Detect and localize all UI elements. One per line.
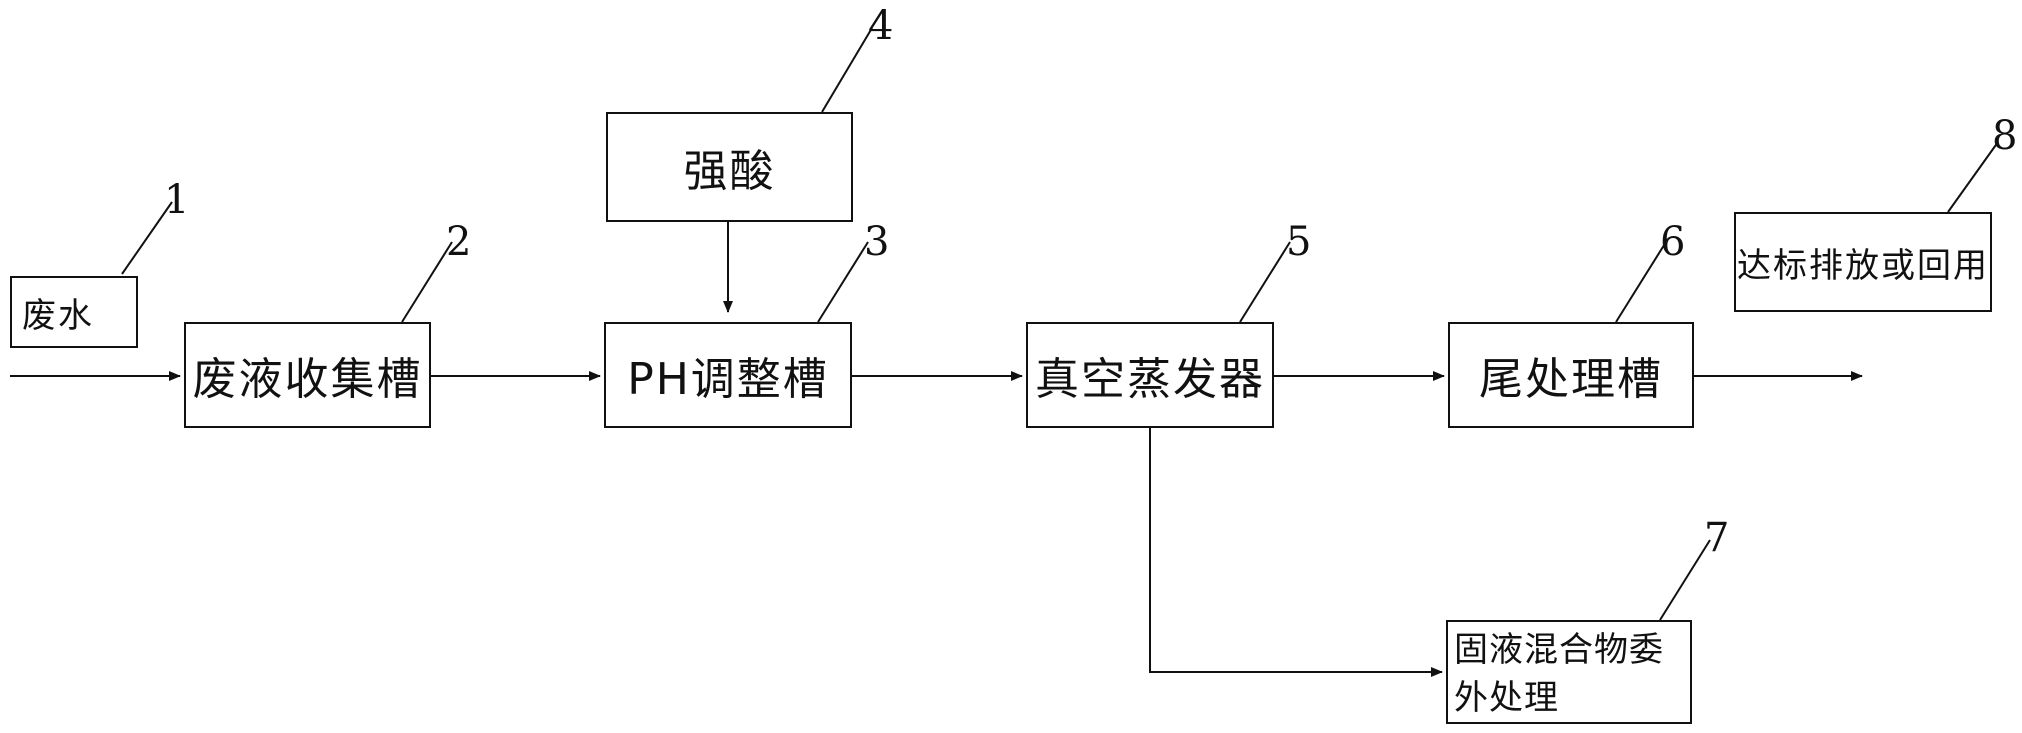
strong-acid-box: 强酸 [606, 112, 853, 222]
leader-line-3 [817, 241, 869, 323]
solid-liquid-mixture-box: 固液混合物委外处理 [1446, 620, 1692, 724]
leader-line-1 [121, 201, 173, 275]
waste-water-box: 废水 [10, 276, 138, 348]
strong-acid-label: 强酸 [683, 146, 776, 197]
leader-line-8 [1947, 141, 1999, 213]
discharge-or-reuse-label: 达标排放或回用 [1737, 245, 1989, 286]
leader-line-4 [821, 27, 873, 113]
discharge-or-reuse-box: 达标排放或回用 [1734, 212, 1992, 312]
tail-treatment-tank-label: 尾处理槽 [1479, 354, 1663, 405]
callout-number-1: 1 [164, 177, 190, 223]
solid-liquid-mixture-label: 固液混合物委外处理 [1454, 630, 1664, 718]
waste-water-label: 废水 [22, 295, 94, 336]
flow-line-evaporator-to-solid [1149, 428, 1443, 677]
leader-line-5 [1239, 241, 1291, 323]
callout-number-3: 3 [864, 219, 890, 265]
leader-line-2 [401, 241, 453, 323]
vacuum-evaporator-label: 真空蒸发器 [1035, 354, 1265, 405]
callout-number-2: 2 [446, 219, 472, 265]
callout-number-6: 6 [1660, 219, 1686, 265]
ph-adjustment-tank-label: PH调整槽 [627, 354, 829, 405]
vacuum-evaporator-box: 真空蒸发器 [1026, 322, 1274, 428]
waste-liquid-collection-tank-label: 废液收集槽 [192, 354, 423, 405]
callout-number-7: 7 [1704, 515, 1730, 561]
ph-adjustment-tank-box: PH调整槽 [604, 322, 852, 428]
callout-number-5: 5 [1286, 219, 1312, 265]
waste-liquid-collection-tank-box: 废液收集槽 [184, 322, 431, 428]
tail-treatment-tank-box: 尾处理槽 [1448, 322, 1694, 428]
callout-number-4: 4 [868, 3, 894, 49]
leader-line-6 [1615, 241, 1667, 323]
callout-number-8: 8 [1992, 113, 2018, 159]
leader-line-7 [1659, 539, 1711, 621]
